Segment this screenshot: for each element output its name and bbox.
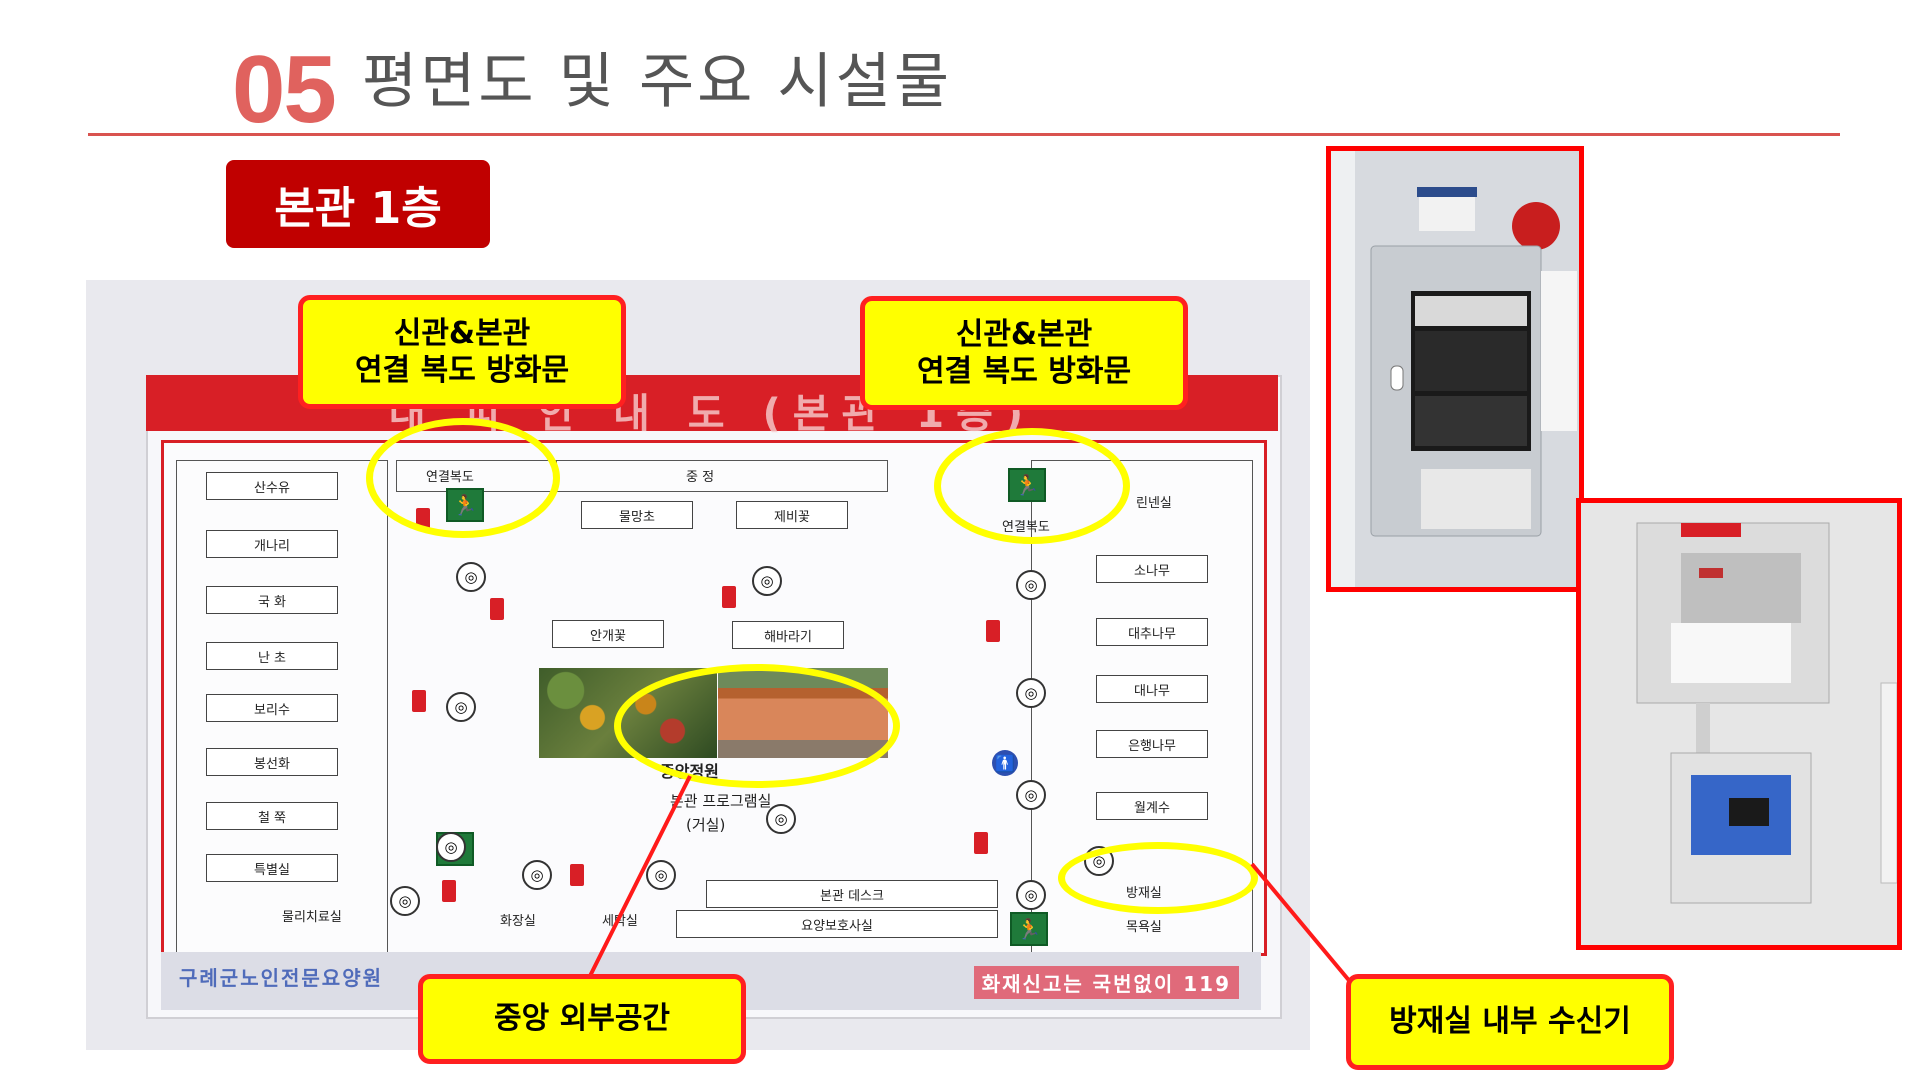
room-label: 제비꽃 bbox=[736, 501, 848, 529]
fire-extinguisher-icon bbox=[490, 598, 504, 620]
smoke-detector-icon: ◎ bbox=[1016, 780, 1046, 810]
room-label: 철 쭉 bbox=[206, 802, 338, 830]
callout-line: 연결 복도 방화문 bbox=[354, 353, 570, 388]
callout-line: 중앙 외부공간 bbox=[493, 1001, 671, 1037]
fire-alarm-panel-illustration bbox=[1331, 151, 1579, 587]
board-footer-emergency: 화재신고는 국번없이 119 bbox=[973, 966, 1239, 999]
highlight-ring-garden bbox=[614, 664, 900, 788]
room-label: 세탁실 bbox=[602, 914, 638, 929]
callout-right-fire-door: 신관&본관 연결 복도 방화문 bbox=[860, 296, 1188, 410]
room-label: 목욕실 bbox=[1126, 920, 1162, 935]
room-label: 개나리 bbox=[206, 530, 338, 558]
callout-receiver: 방재실 내부 수신기 bbox=[1346, 974, 1674, 1070]
smoke-detector-icon: ◎ bbox=[456, 562, 486, 592]
program-room-label: 본관 프로그램실 bbox=[670, 792, 772, 810]
callout-line: 방재실 내부 수신기 bbox=[1389, 1004, 1631, 1040]
smoke-detector-icon: ◎ bbox=[646, 860, 676, 890]
smoke-detector-icon: ◎ bbox=[752, 566, 782, 596]
room-label: 린넨실 bbox=[1136, 496, 1172, 511]
smoke-detector-icon: ◎ bbox=[766, 804, 796, 834]
room-label: 소나무 bbox=[1096, 555, 1208, 583]
restroom-person-icon: 🚹 bbox=[992, 750, 1018, 776]
board-footer-facility: 구례군노인전문요양원 bbox=[179, 966, 383, 990]
fire-extinguisher-icon bbox=[722, 586, 736, 608]
room-label: 국 화 bbox=[206, 586, 338, 614]
section-title: 평면도 및 주요 시설물 bbox=[362, 47, 953, 117]
highlight-ring-left-door bbox=[366, 418, 560, 538]
room-label: 산수유 bbox=[206, 472, 338, 500]
fire-alarm-panel-photo bbox=[1326, 146, 1584, 592]
room-label: 월계수 bbox=[1096, 792, 1208, 820]
room-label: 요양보호사실 bbox=[676, 910, 998, 938]
smoke-detector-icon: ◎ bbox=[1016, 678, 1046, 708]
smoke-detector-icon: ◎ bbox=[1016, 570, 1046, 600]
highlight-ring-right-door bbox=[934, 428, 1130, 544]
room-label: 특별실 bbox=[206, 854, 338, 882]
room-label: 은행나무 bbox=[1096, 730, 1208, 758]
building-floor-tag: 본관 1층 bbox=[226, 160, 490, 248]
fire-extinguisher-icon bbox=[974, 832, 988, 854]
disaster-room-receiver-photo bbox=[1576, 498, 1902, 950]
highlight-ring-disaster-room bbox=[1058, 842, 1258, 914]
smoke-detector-icon: ◎ bbox=[522, 860, 552, 890]
receiver-illustration bbox=[1581, 503, 1897, 945]
room-label: 보리수 bbox=[206, 694, 338, 722]
callout-line: 신관&본관 bbox=[393, 315, 531, 351]
section-number: 05 bbox=[232, 36, 337, 143]
fire-extinguisher-icon bbox=[442, 880, 456, 902]
header-divider bbox=[88, 133, 1840, 136]
room-label: 대추나무 bbox=[1096, 618, 1208, 646]
courtyard-label: 중 정 bbox=[686, 470, 715, 485]
smoke-detector-icon: ◎ bbox=[436, 832, 466, 862]
callout-central-space: 중앙 외부공간 bbox=[418, 974, 746, 1064]
room-label: 해바라기 bbox=[732, 621, 844, 649]
callout-line: 신관&본관 bbox=[955, 316, 1093, 352]
room-label: 안개꽃 bbox=[552, 620, 664, 648]
room-label: 봉선화 bbox=[206, 748, 338, 776]
callout-left-fire-door: 신관&본관 연결 복도 방화문 bbox=[298, 295, 626, 409]
living-room-label: (거실) bbox=[686, 816, 726, 834]
room-label: 난 초 bbox=[206, 642, 338, 670]
fire-extinguisher-icon bbox=[570, 864, 584, 886]
fire-extinguisher-icon bbox=[986, 620, 1000, 642]
courtyard-box bbox=[556, 460, 888, 492]
room-label: 물망초 bbox=[581, 501, 693, 529]
room-label: 물리치료실 bbox=[282, 910, 342, 925]
smoke-detector-icon: ◎ bbox=[390, 886, 420, 916]
room-label: 화장실 bbox=[500, 914, 536, 929]
smoke-detector-icon: ◎ bbox=[1016, 880, 1046, 910]
room-label: 본관 데스크 bbox=[706, 880, 998, 908]
smoke-detector-icon: ◎ bbox=[446, 692, 476, 722]
exit-sign-icon: 🏃 bbox=[1010, 912, 1048, 946]
callout-line: 연결 복도 방화문 bbox=[916, 354, 1132, 389]
room-label: 대나무 bbox=[1096, 675, 1208, 703]
fire-extinguisher-icon bbox=[412, 690, 426, 712]
